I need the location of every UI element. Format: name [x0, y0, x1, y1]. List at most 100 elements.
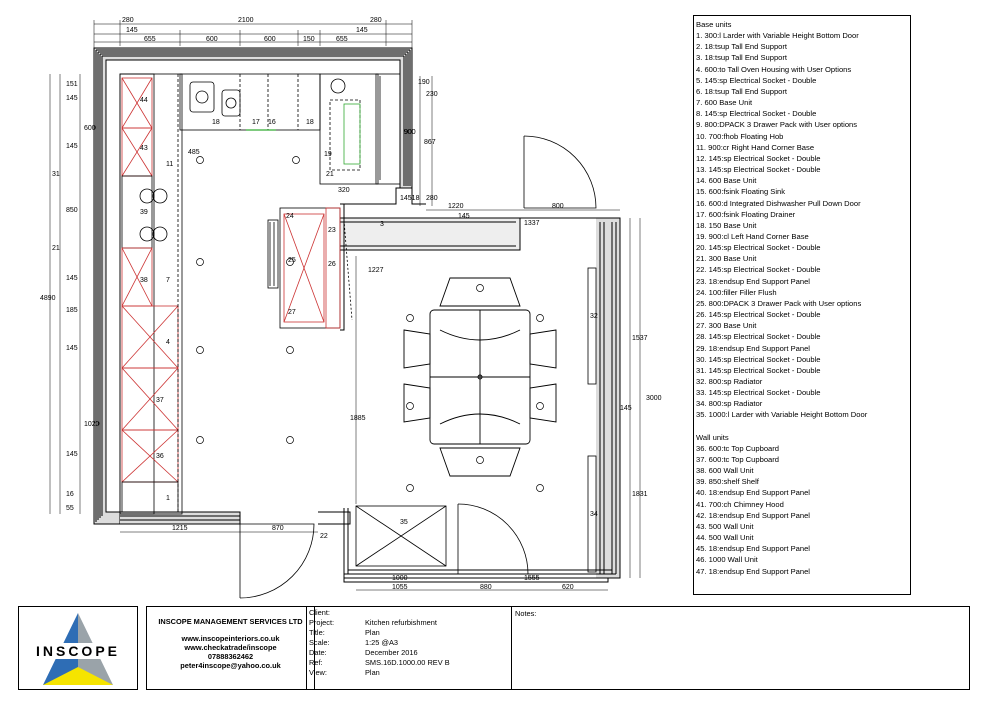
- wall-unit-item: 42. 18:endsup End Support Panel: [696, 510, 810, 520]
- dim-145-right: 145: [356, 27, 368, 34]
- company-website-2[interactable]: www.checkatrade/inscope: [184, 643, 277, 652]
- base-unit-item: 9. 800:DPACK 3 Drawer Pack with User opt…: [696, 120, 858, 130]
- dim-31: 31: [52, 171, 60, 178]
- dim-55: 55: [66, 505, 74, 512]
- base-units-list: 1. 300:l Larder with Variable Height Bot…: [696, 30, 908, 420]
- base-unit-item: 30. 145:sp Electrical Socket - Double: [696, 354, 821, 364]
- dim-1020: 1020: [84, 421, 100, 428]
- base-unit-item: 18. 150 Base Unit: [696, 220, 757, 230]
- dim-mid-145: 145: [458, 213, 470, 220]
- units-legend: Base units 1. 300:l Larder with Variable…: [693, 15, 911, 595]
- dim-top-left: 280: [122, 17, 134, 24]
- left-units: [119, 73, 183, 515]
- unit-37: 37: [156, 397, 164, 404]
- ceiling-lights: [196, 156, 544, 492]
- unit-36: 36: [156, 453, 164, 460]
- dim-145-b: 145: [66, 143, 78, 150]
- dim-3: 3: [380, 221, 384, 228]
- company-phone: 07888362462: [207, 652, 254, 661]
- company-email[interactable]: peter4inscope@yahoo.co.uk: [180, 661, 281, 670]
- wall-unit-item: 41. 700:ch Chimney Hood: [696, 499, 784, 509]
- dim-top-right: 280: [370, 17, 382, 24]
- title-label: Title:: [309, 628, 325, 637]
- dim-867: 867: [424, 139, 436, 146]
- dining-table: [403, 277, 557, 477]
- base-unit-item: 28. 145:sp Electrical Socket - Double: [696, 332, 821, 342]
- project-value: Kitchen refurbishment: [365, 618, 437, 627]
- top-units: [179, 73, 401, 185]
- logo-box: INSCOPE: [18, 606, 138, 690]
- dim-1227: 1227: [368, 267, 384, 274]
- dim-1000: 1000: [392, 575, 408, 582]
- dim-800: 800: [552, 203, 564, 210]
- dim-655-right: 655: [336, 36, 348, 43]
- scale-value: 1:25 @A3: [365, 638, 398, 647]
- base-unit-item: 15. 600:fsink Floating Sink: [696, 187, 786, 197]
- base-unit-item: 12. 145:sp Electrical Socket - Double: [696, 153, 821, 163]
- inscope-logo: INSCOPE: [23, 613, 133, 685]
- wall-unit-item: 43. 500 Wall Unit: [696, 521, 754, 531]
- dim-620: 620: [562, 584, 574, 591]
- dim-1215: 1215: [172, 525, 188, 532]
- base-unit-item: 17. 600:fsink Floating Drainer: [696, 209, 796, 219]
- wall-unit-item: 39. 850:shelf Shelf: [696, 477, 759, 487]
- notes-box[interactable]: Notes:: [511, 606, 970, 690]
- base-unit-item: 25. 800:DPACK 3 Drawer Pack with User op…: [696, 298, 862, 308]
- unit-23: 23: [328, 227, 336, 234]
- company-website-1[interactable]: www.inscopeinteriors.co.uk: [181, 634, 280, 643]
- base-unit-item: 19. 900:cl Left Hand Corner Base: [696, 231, 809, 241]
- dim-14518: 14518: [400, 195, 420, 202]
- unit-39: 39: [140, 209, 148, 216]
- wall-unit-item: 37. 600:tc Top Cupboard: [696, 454, 780, 464]
- client-label: Client:: [309, 608, 330, 617]
- dim-21: 21: [52, 245, 60, 252]
- radiators: [587, 267, 597, 573]
- unit-1: 1: [166, 495, 170, 502]
- unit-43: 43: [140, 145, 148, 152]
- base-units-title: Base units: [696, 20, 732, 29]
- base-unit-item: 23. 18:endsup End Support Panel: [696, 276, 810, 286]
- date-value: December 2016: [365, 648, 418, 657]
- unit-7: 7: [166, 277, 170, 284]
- dim-230: 230: [426, 91, 438, 98]
- title-value: Plan: [365, 628, 380, 637]
- base-unit-item: 13. 145:sp Electrical Socket - Double: [696, 165, 821, 175]
- dim-185: 185: [66, 307, 78, 314]
- logo-text: INSCOPE: [36, 643, 120, 659]
- dim-150: 150: [303, 36, 315, 43]
- notes-label: Notes:: [515, 609, 537, 618]
- base-unit-item: 6. 18:tsup Tall End Support: [696, 86, 788, 96]
- dim-600: 600: [84, 125, 96, 132]
- ref-value: SMS.16D.1000.00 REV B: [365, 658, 450, 667]
- unit-19: 19: [324, 151, 332, 158]
- dim-600-b: 600: [264, 36, 276, 43]
- dim-850: 850: [66, 207, 78, 214]
- dim-1831: 1831: [632, 491, 648, 498]
- base-unit-item: 1. 300:l Larder with Variable Height Bot…: [696, 31, 859, 41]
- unit-18-right: 18: [306, 119, 314, 126]
- dim-145-a: 145: [66, 95, 78, 102]
- base-unit-item: 2. 18:tsup Tall End Support: [696, 42, 788, 52]
- dim-145-d: 145: [66, 345, 78, 352]
- project-info-box: Client: Project: Kitchen refurbishment T…: [306, 606, 512, 690]
- base-unit-item: 10. 700:fhob Floating Hob: [696, 131, 784, 141]
- ref-label: Ref:: [309, 658, 323, 667]
- base-unit-item: 29. 18:endsup End Support Panel: [696, 343, 810, 353]
- unit-17: 17: [252, 119, 260, 126]
- dim-1337: 1337: [524, 220, 540, 227]
- base-unit-item: 20. 145:sp Electrical Socket - Double: [696, 243, 821, 253]
- dim-485: 485: [188, 149, 200, 156]
- base-unit-item: 8. 145:sp Electrical Socket - Double: [696, 109, 817, 119]
- unit-38: 38: [140, 277, 148, 284]
- dim-320: 320: [338, 187, 350, 194]
- base-unit-item: 16. 600:d Integrated Dishwasher Pull Dow…: [696, 198, 861, 208]
- company-box: INSCOPE MANAGEMENT SERVICES LTD www.insc…: [146, 606, 315, 690]
- base-unit-item: 35. 1000:l Larder with Variable Height B…: [696, 410, 868, 420]
- dim-600-a: 600: [206, 36, 218, 43]
- dim-655-left: 655: [144, 36, 156, 43]
- wall-unit-item: 38. 600 Wall Unit: [696, 466, 754, 476]
- larder-35: [355, 505, 447, 567]
- dim-870: 870: [272, 525, 284, 532]
- base-unit-item: 5. 145:sp Electrical Socket - Double: [696, 75, 817, 85]
- title-block: INSCOPE INSCOPE MANAGEMENT SERVICES LTD …: [18, 606, 970, 690]
